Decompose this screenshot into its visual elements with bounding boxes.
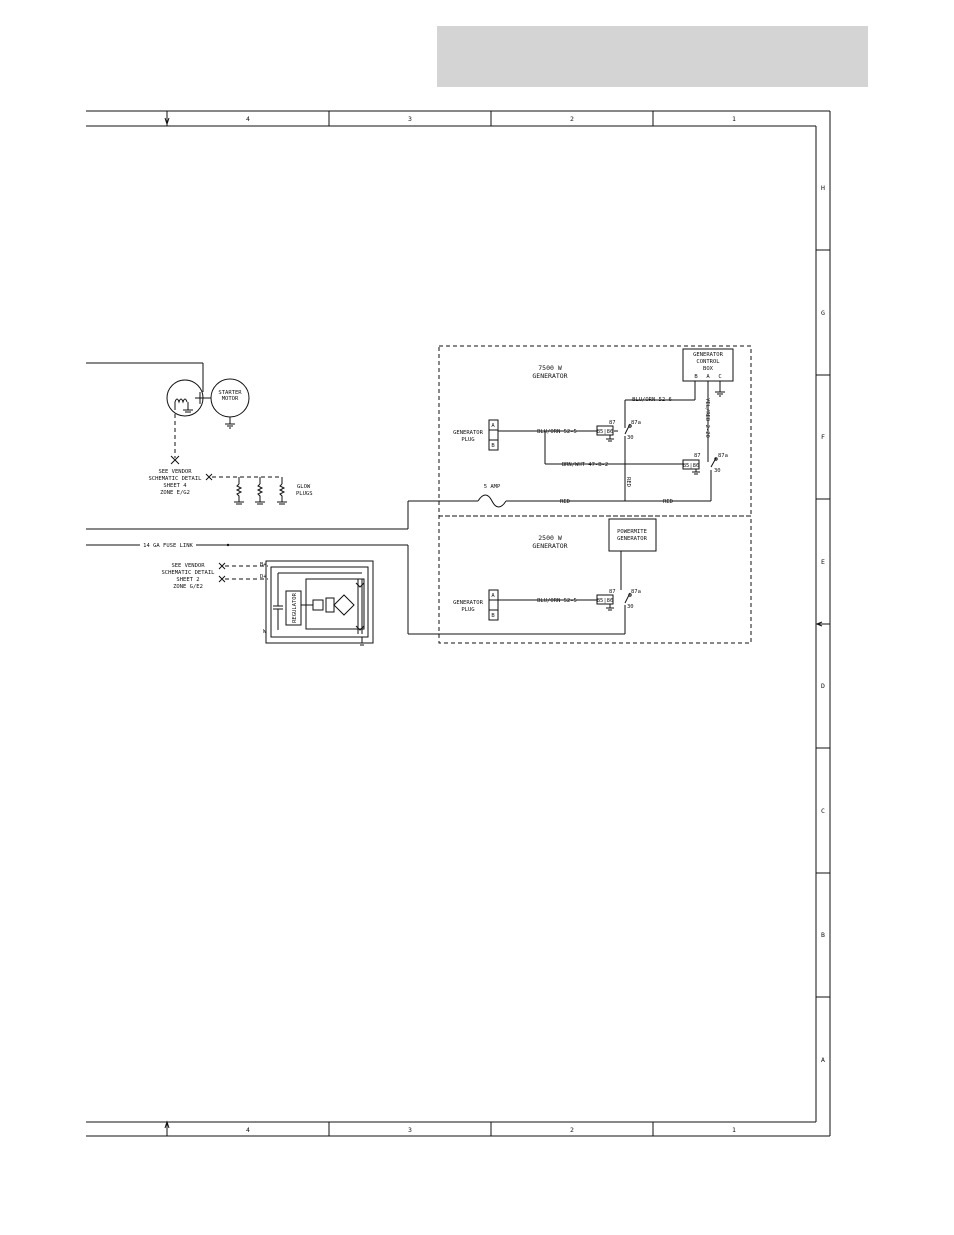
column-labels-bottom: 4 3 2 1 bbox=[246, 1126, 736, 1134]
svg-text:YEL/RED 2-20: YEL/RED 2-20 bbox=[704, 398, 710, 438]
svg-text:GENERATOR: GENERATOR bbox=[617, 536, 647, 542]
column-label: 4 bbox=[246, 115, 250, 123]
svg-text:C: C bbox=[718, 374, 721, 380]
svg-text:SCHEMATIC DETAIL: SCHEMATIC DETAIL bbox=[149, 476, 203, 482]
svg-text:ZONE G/E2: ZONE G/E2 bbox=[173, 584, 203, 590]
svg-text:ZONE E/G2: ZONE E/G2 bbox=[160, 490, 190, 496]
svg-text:PLUGS: PLUGS bbox=[296, 491, 313, 497]
header-bar bbox=[437, 26, 868, 87]
svg-text:GLOW: GLOW bbox=[297, 484, 311, 490]
svg-text:B: B bbox=[694, 374, 698, 380]
svg-text:W: W bbox=[263, 629, 267, 635]
svg-text:POWERMITE: POWERMITE bbox=[617, 529, 647, 535]
svg-text:30: 30 bbox=[627, 435, 634, 441]
svg-text:30: 30 bbox=[714, 468, 721, 474]
svg-text:87a: 87a bbox=[718, 453, 728, 459]
svg-text:RED: RED bbox=[560, 499, 570, 505]
vendor-note-starter: SEE VENDOR SCHEMATIC DETAIL SHEET 4 ZONE… bbox=[149, 469, 203, 496]
svg-text:A: A bbox=[491, 423, 495, 429]
row-label: G bbox=[821, 309, 825, 317]
svg-text:87: 87 bbox=[694, 453, 701, 459]
row-labels: H G F E D C B A bbox=[821, 184, 825, 1064]
glow-plugs: GLOW PLUGS bbox=[205, 473, 313, 505]
row-label: C bbox=[821, 807, 825, 815]
row-label: H bbox=[821, 184, 825, 192]
svg-text:PLUG: PLUG bbox=[461, 437, 474, 443]
svg-text:30: 30 bbox=[627, 604, 634, 610]
svg-text:BLU/ORN 52-5: BLU/ORN 52-5 bbox=[537, 598, 577, 604]
starter-label: STARTER bbox=[218, 390, 242, 396]
svg-text:SEE VENDOR: SEE VENDOR bbox=[158, 469, 192, 475]
svg-text:87a: 87a bbox=[631, 420, 641, 426]
row-label: E bbox=[821, 558, 825, 566]
svg-text:87: 87 bbox=[609, 420, 616, 426]
gen-7500-title: 7500 W bbox=[538, 364, 562, 372]
svg-text:87: 87 bbox=[609, 589, 616, 595]
row-label: F bbox=[821, 433, 825, 441]
svg-text:BLU/ORN 52-6: BLU/ORN 52-6 bbox=[632, 397, 672, 403]
svg-text:87a: 87a bbox=[631, 589, 641, 595]
svg-text:RED: RED bbox=[625, 477, 631, 487]
column-labels-top: 4 3 2 1 bbox=[246, 115, 736, 123]
svg-text:B+: B+ bbox=[260, 562, 267, 568]
starter-label: MOTOR bbox=[222, 396, 239, 402]
svg-text:SEE VENDOR: SEE VENDOR bbox=[171, 563, 205, 569]
svg-text:85|86: 85|86 bbox=[683, 463, 700, 469]
vendor-note-alternator: SEE VENDOR SCHEMATIC DETAIL SHEET 2 ZONE… bbox=[162, 562, 268, 590]
generator-7500-section: 7500 W GENERATOR GENERATOR CONTROL BOX B… bbox=[438, 345, 752, 517]
gen-2500-title: GENERATOR bbox=[532, 542, 567, 550]
svg-text:A: A bbox=[706, 374, 710, 380]
svg-text:PLUG: PLUG bbox=[461, 607, 474, 613]
column-label: 4 bbox=[246, 1126, 250, 1134]
svg-text:SHEET 2: SHEET 2 bbox=[176, 577, 199, 583]
svg-text:SHEET 4: SHEET 4 bbox=[163, 483, 187, 489]
row-label: A bbox=[821, 1056, 825, 1064]
generator-2500-section: 2500 W GENERATOR POWERMITE GENERATOR A B… bbox=[438, 515, 752, 644]
drawing-frame bbox=[86, 110, 831, 1137]
svg-text:D+: D+ bbox=[260, 574, 267, 580]
svg-text:B: B bbox=[491, 443, 495, 449]
column-label: 2 bbox=[570, 1126, 574, 1134]
svg-text:GENERATOR: GENERATOR bbox=[693, 352, 723, 358]
svg-text:GENERATOR: GENERATOR bbox=[453, 600, 483, 606]
supply-wires: 14 GA FUSE LINK bbox=[86, 500, 625, 635]
svg-text:BLU/ORN 52-5: BLU/ORN 52-5 bbox=[537, 429, 577, 435]
svg-text:SCHEMATIC DETAIL: SCHEMATIC DETAIL bbox=[162, 570, 216, 576]
svg-text:85|86: 85|86 bbox=[597, 429, 614, 435]
gen-2500-title: 2500 W bbox=[538, 534, 562, 542]
svg-text:GENERATOR: GENERATOR bbox=[453, 430, 483, 436]
svg-text:A: A bbox=[491, 593, 495, 599]
svg-text:BOX: BOX bbox=[703, 366, 714, 372]
svg-text:BRN/WHT 47-B-2: BRN/WHT 47-B-2 bbox=[562, 462, 608, 468]
svg-text:B: B bbox=[491, 613, 495, 619]
column-label: 3 bbox=[408, 1126, 412, 1134]
column-label: 1 bbox=[732, 115, 736, 123]
column-label: 3 bbox=[408, 115, 412, 123]
alternator: B+ D+ W REGULATOR bbox=[260, 560, 374, 646]
gen-7500-title: GENERATOR bbox=[532, 372, 567, 380]
column-label: 1 bbox=[732, 1126, 736, 1134]
svg-text:CONTROL: CONTROL bbox=[696, 359, 720, 365]
row-label: B bbox=[821, 931, 825, 939]
fuse-link-label: 14 GA FUSE LINK bbox=[143, 543, 193, 549]
svg-text:REGULATOR: REGULATOR bbox=[292, 592, 298, 622]
svg-text:RED: RED bbox=[663, 499, 673, 505]
starter-motor: STARTER MOTOR bbox=[86, 362, 250, 465]
svg-text:85|86: 85|86 bbox=[597, 598, 614, 604]
column-label: 2 bbox=[570, 115, 574, 123]
svg-text:5 AMP: 5 AMP bbox=[484, 484, 501, 490]
row-label: D bbox=[821, 682, 825, 690]
